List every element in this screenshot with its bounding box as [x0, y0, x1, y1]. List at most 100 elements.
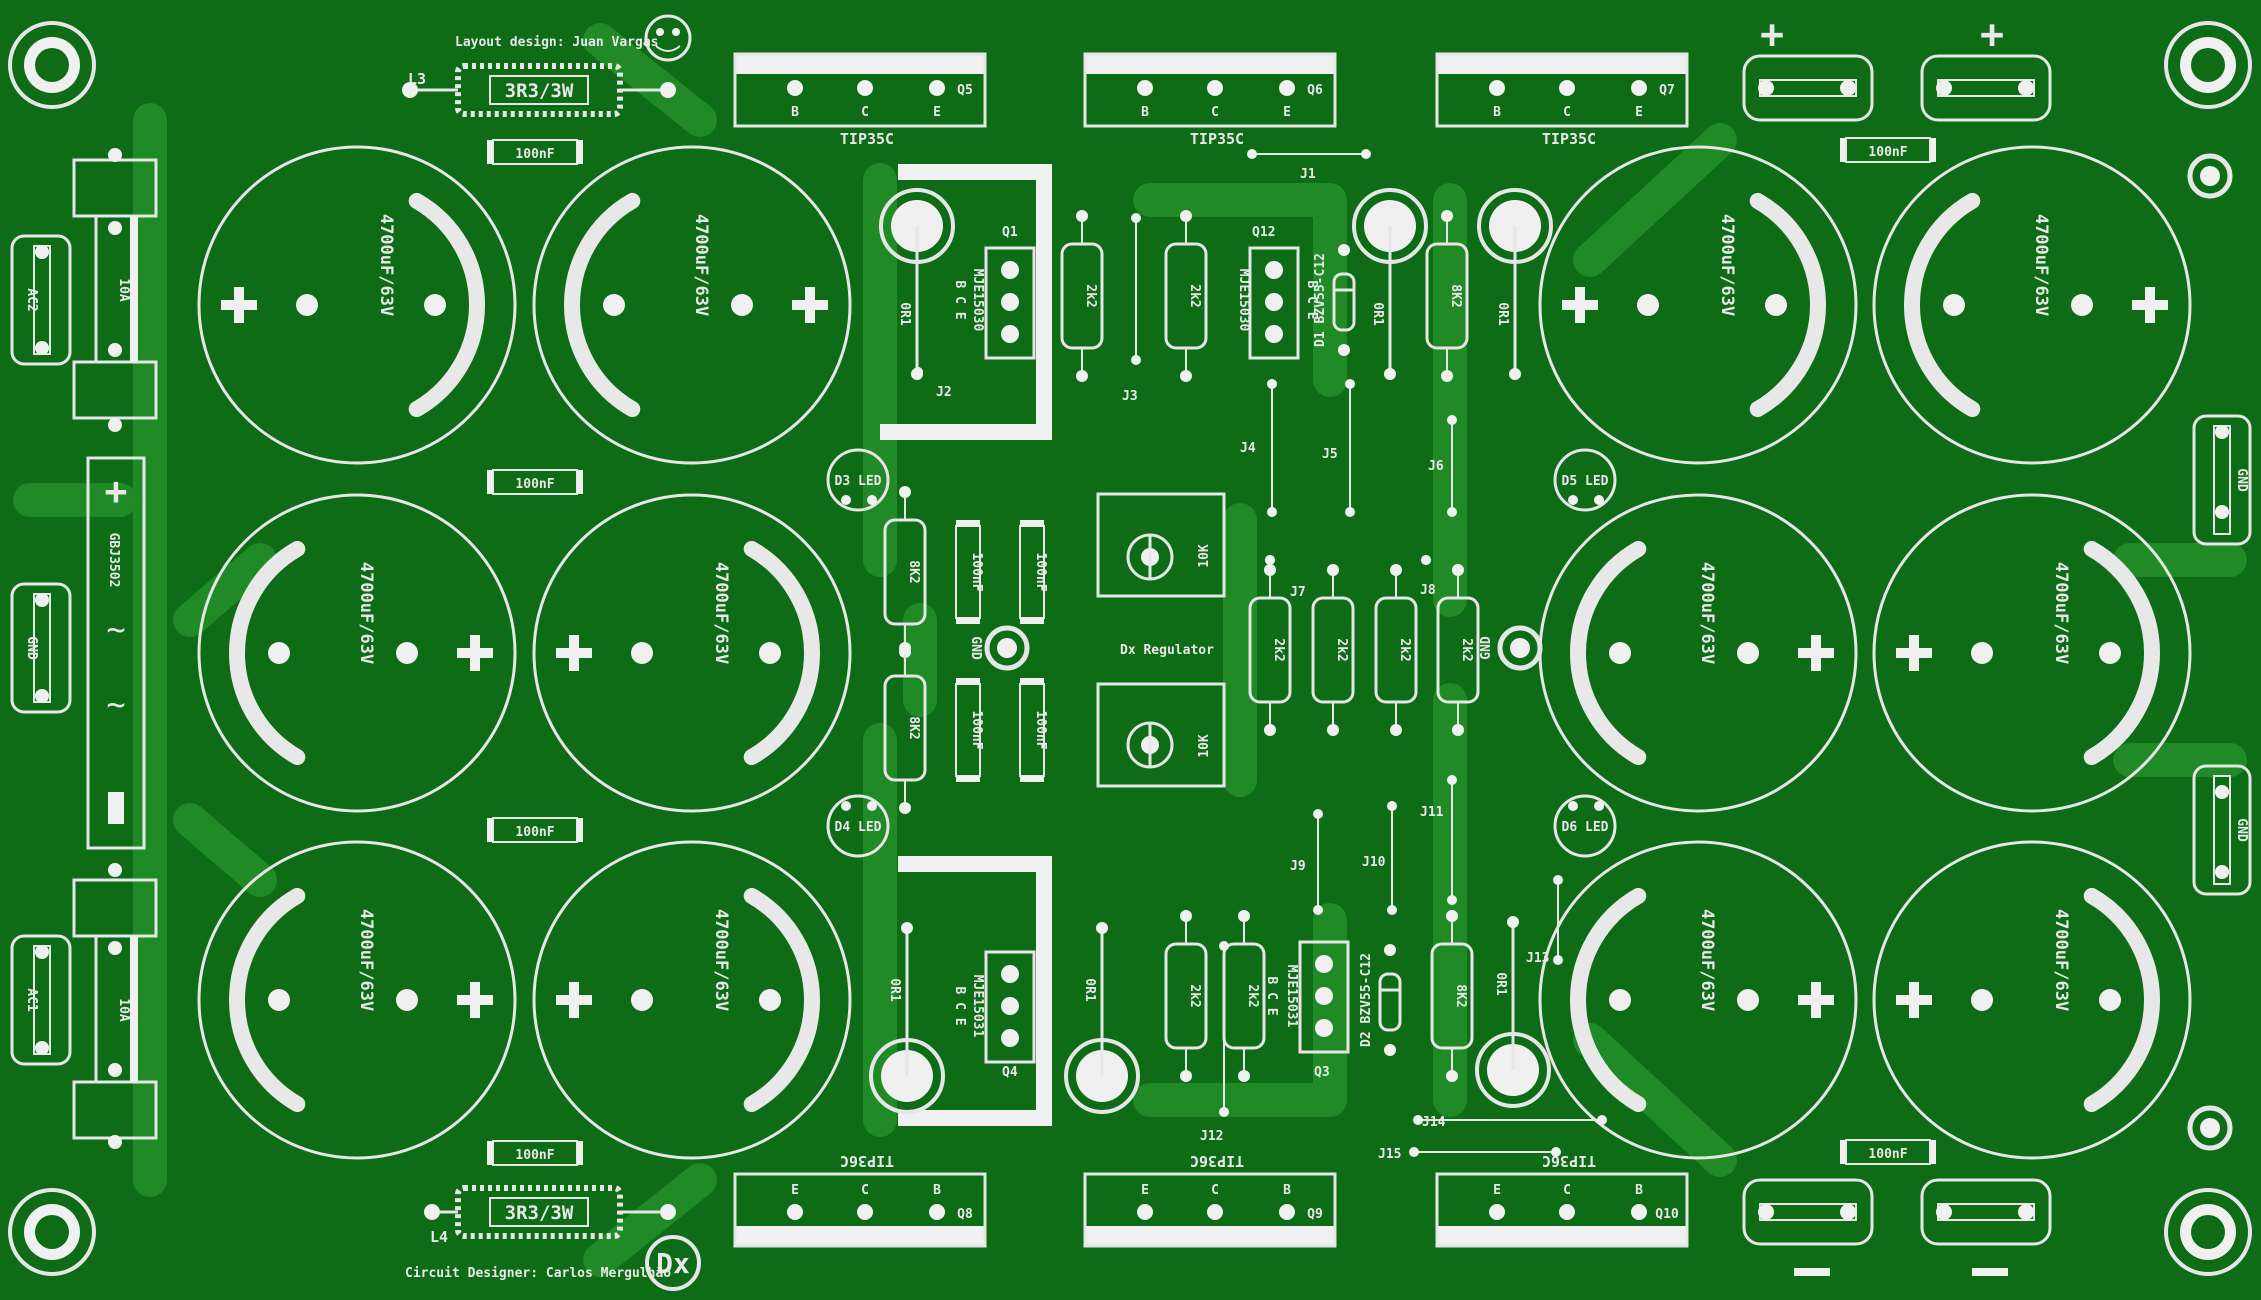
svg-text:J9: J9: [1290, 859, 1306, 874]
capacitor-value-label: 100nF: [1033, 710, 1048, 749]
svg-text:J8: J8: [1420, 583, 1436, 598]
capacitor-polarity-arc: [564, 192, 641, 418]
copper-traces: [13, 23, 2247, 1277]
svg-text:B C E: B C E: [1264, 976, 1279, 1015]
svg-text:Q4: Q4: [1002, 1065, 1018, 1080]
svg-text:J7: J7: [1290, 585, 1306, 600]
svg-text:D6 LED: D6 LED: [1562, 820, 1609, 835]
resistor-value-label: 2k2: [1334, 638, 1349, 661]
layout-credit: Layout design: Juan Vargas: [455, 35, 659, 50]
svg-text:J2: J2: [936, 385, 952, 400]
svg-text:E: E: [1635, 105, 1643, 120]
output-ring-top: [2187, 153, 2233, 199]
capacitor-pad: [1971, 989, 1993, 1011]
capacitor-pad: [759, 989, 781, 1011]
capacitor-pad: [1765, 294, 1787, 316]
svg-text:Q7: Q7: [1659, 83, 1675, 98]
jumper-j15: J15: [1378, 1147, 1561, 1162]
jumper-j7: J7: [1265, 555, 1306, 600]
svg-text:D3 LED: D3 LED: [835, 474, 882, 489]
mount-hole-tl: [8, 21, 96, 109]
capacitor-pad: [1609, 989, 1631, 1011]
svg-text:MJE15030: MJE15030: [1236, 269, 1251, 332]
jumper-j3: J3: [1122, 213, 1141, 404]
driver-q4: Q4 MJE15031 B C E: [952, 950, 1036, 1080]
svg-text:B C E: B C E: [952, 986, 967, 1025]
capacitor-pad: [1737, 642, 1759, 664]
inductor-l3: L3 3R3/3W: [402, 63, 676, 117]
capacitor-pad: [1609, 642, 1631, 664]
svg-text:J6: J6: [1428, 459, 1444, 474]
regulator-label: Dx Regulator: [1120, 643, 1214, 658]
capacitor-pad: [759, 642, 781, 664]
svg-text:0R1: 0R1: [887, 978, 902, 1002]
output-connector-plus-2: +: [1920, 12, 2052, 122]
resistor-2k2: 2k2: [1311, 564, 1355, 736]
svg-text:MJE15031: MJE15031: [970, 975, 985, 1038]
svg-text:MJE15031: MJE15031: [1284, 965, 1299, 1028]
resistor-2k2: 2k2: [1060, 210, 1104, 382]
capacitor-pad: [424, 294, 446, 316]
led-d4: D4 LED: [826, 794, 890, 858]
resistor-value-label: 8K2: [906, 716, 921, 739]
mounting-holes: [8, 21, 2252, 1276]
capacitor-value-label: 4700uF/63V: [1697, 909, 1717, 1011]
mount-hole-br: [2164, 1188, 2252, 1276]
resistor-8k2: 8K2: [883, 486, 927, 658]
output-ring-bottom: [2187, 1105, 2233, 1151]
svg-text:0R1: 0R1: [897, 302, 912, 326]
resistor-8k2: 8K2: [1425, 210, 1469, 382]
capacitor-pad: [296, 294, 318, 316]
resistor-0r1: 0R1: [879, 188, 955, 380]
resistor-0r1: 0R1: [1475, 916, 1551, 1108]
svg-text:E: E: [933, 105, 941, 120]
capacitor-pad: [1943, 294, 1965, 316]
svg-text:+: +: [1760, 12, 1784, 58]
capacitor-pad: [1737, 989, 1759, 1011]
capacitor-100nf: 100nF: [1840, 137, 1936, 163]
zener-d1: D1 BZV55-C12: [1313, 244, 1356, 356]
svg-text:TIP35C: TIP35C: [1190, 130, 1244, 148]
svg-text:TIP36C: TIP36C: [1190, 1152, 1244, 1170]
resistor-value-label: 2k2: [1245, 984, 1260, 1007]
svg-text:GND: GND: [2234, 468, 2249, 492]
capacitor-value-label: 100nF: [515, 477, 554, 492]
capacitor-value-label: 100nF: [1868, 1147, 1907, 1162]
driver-q3: Q3 MJE15031 B C E: [1264, 940, 1350, 1080]
output-gnd-bottom: GND: [2192, 764, 2252, 896]
capacitor-pad: [631, 642, 653, 664]
capacitor-4700uf: 4700uF/63V: [532, 145, 852, 465]
svg-text:Q10: Q10: [1655, 1207, 1679, 1222]
resistor-0r1: 0R1: [1352, 188, 1428, 380]
resistor-value-label: 8K2: [1448, 284, 1463, 307]
jumper-j9: J9: [1290, 809, 1323, 915]
svg-text:+: +: [1980, 12, 2004, 58]
jumper-j13: J13: [1526, 875, 1563, 966]
svg-text:0R1: 0R1: [1493, 972, 1508, 996]
svg-text:B: B: [933, 1183, 941, 1198]
mount-hole-bl: [8, 1188, 96, 1276]
capacitor-value-label: 4700uF/63V: [2031, 214, 2051, 316]
svg-text:~: ~: [106, 685, 125, 723]
svg-text:3R3/3W: 3R3/3W: [505, 1202, 574, 1224]
svg-text:GBJ3502: GBJ3502: [106, 533, 121, 588]
capacitor-pad: [2071, 294, 2093, 316]
svg-text:MJE15030: MJE15030: [970, 269, 985, 332]
svg-text:AC2: AC2: [24, 288, 39, 311]
trimmer-top: 10K: [1096, 492, 1226, 598]
svg-text:10K: 10K: [1197, 734, 1212, 758]
svg-text:D4 LED: D4 LED: [835, 820, 882, 835]
capacitor-polarity-arc: [1749, 192, 1826, 418]
resistor-value-label: 8K2: [906, 560, 921, 583]
capacitor-100nf-vertical: 100nF: [955, 678, 984, 782]
capacitor-value-label: 100nF: [515, 825, 554, 840]
svg-text:L4: L4: [430, 1228, 448, 1246]
capacitor-4700uf: 4700uF/63V: [1538, 145, 1858, 465]
